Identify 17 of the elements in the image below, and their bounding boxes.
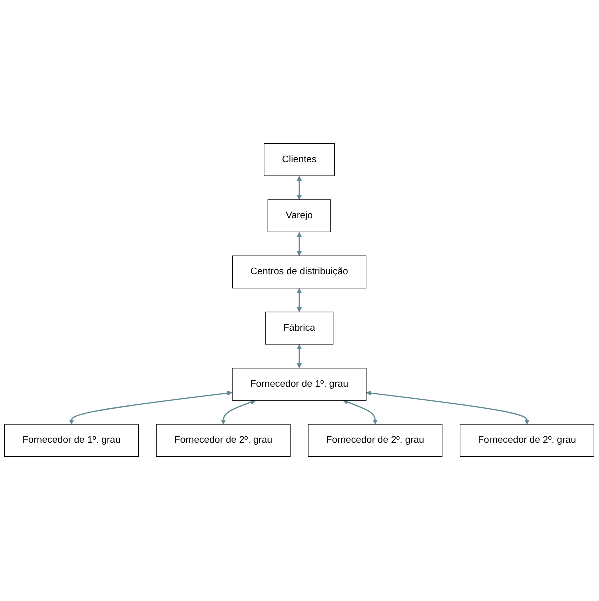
node-box: Fornecedor de 1º. grau bbox=[4, 424, 139, 458]
arrow bbox=[296, 344, 302, 369]
node-box: Fábrica bbox=[265, 312, 334, 345]
arrow bbox=[69, 390, 233, 425]
arrow bbox=[366, 390, 530, 425]
node-box: Fornecedor de 1º. grau bbox=[232, 368, 367, 402]
arrow bbox=[296, 288, 302, 313]
arrow bbox=[296, 176, 302, 200]
node-box: Fornecedor de 2º. grau bbox=[308, 424, 443, 458]
node-box: Fornecedor de 2º. grau bbox=[156, 424, 291, 458]
arrow bbox=[220, 400, 256, 425]
arrow bbox=[343, 400, 378, 425]
node-box: Varejo bbox=[268, 200, 332, 233]
node-box: Clientes bbox=[264, 144, 335, 177]
node-box: Fornecedor de 2º. grau bbox=[460, 424, 594, 458]
node-box: Centros de distribuição bbox=[232, 256, 367, 289]
arrow bbox=[296, 232, 302, 257]
